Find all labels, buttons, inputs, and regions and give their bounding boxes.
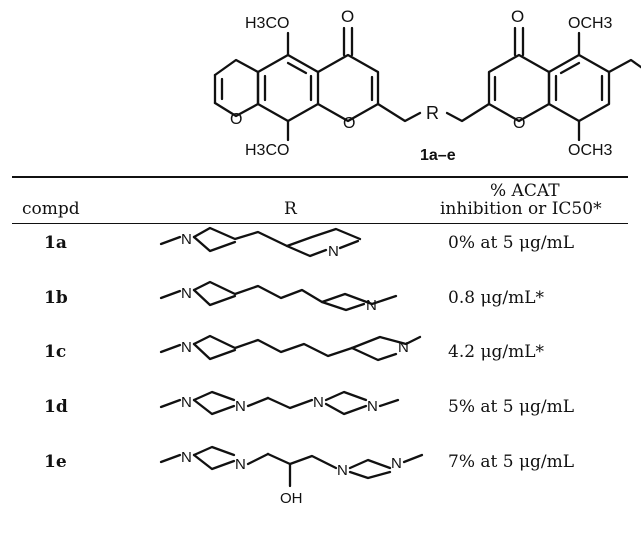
header-r: R <box>284 199 297 219</box>
row-1b-activity: 0.8 μg/mL* <box>448 288 545 308</box>
row-1c-compd: 1c <box>44 342 67 362</box>
n-1d-3: N <box>313 394 324 411</box>
n-1b-right: N <box>366 297 377 314</box>
n-1d-1: N <box>181 394 192 411</box>
row-1d-compd: 1d <box>44 397 68 417</box>
furan-o-left: O <box>230 111 242 128</box>
row-1d-activity: 5% at 5 μg/mL <box>448 397 575 417</box>
pyran-o-left: O <box>343 115 355 132</box>
methoxy-right-top: OCH3 <box>568 15 613 32</box>
n-1e-4: N <box>391 455 402 472</box>
n-1e-3: N <box>337 462 348 479</box>
row-1b-compd: 1b <box>44 288 68 308</box>
r-structure-1e: N N N N OH <box>159 445 424 507</box>
n-1d-4: N <box>367 398 378 415</box>
r-group-label: R <box>426 103 439 123</box>
n-1b-left: N <box>181 285 192 302</box>
r-structure-1c: N N <box>159 334 422 362</box>
n-1a-right: N <box>328 243 339 260</box>
n-1c-left: N <box>181 339 192 356</box>
r-group-structures: N N N N N N N N N N <box>159 226 424 507</box>
methoxy-left-bottom: H3CO <box>245 142 289 159</box>
header-activity-line2: inhibition or IC50* <box>440 199 602 219</box>
methoxy-right-bottom: OCH3 <box>568 142 613 159</box>
row-1a-compd: 1a <box>44 233 67 253</box>
header-rule <box>12 223 628 224</box>
row-1a-activity: 0% at 5 μg/mL <box>448 233 575 253</box>
carbonyl-o-left: O <box>341 7 354 26</box>
r-structure-1a: N N <box>159 226 362 260</box>
n-1d-2: N <box>235 398 246 415</box>
r-structure-1b: N N <box>159 280 398 314</box>
r-structure-1d: N N N N <box>159 390 400 416</box>
n-1c-right: N <box>398 339 409 356</box>
n-1a-left: N <box>181 231 192 248</box>
left-furochromone <box>213 26 422 142</box>
row-1e-compd: 1e <box>44 452 67 472</box>
carbonyl-o-right: O <box>511 7 524 26</box>
methoxy-left-top: H3CO <box>245 15 289 32</box>
row-1c-activity: 4.2 μg/mL* <box>448 342 545 362</box>
n-1e-2: N <box>235 456 246 473</box>
oh-1e: OH <box>280 490 303 507</box>
header-compd: compd <box>22 199 80 219</box>
right-furochromone <box>445 26 641 142</box>
compound-series-label: 1a–e <box>420 147 456 164</box>
top-rule <box>12 176 628 178</box>
pyran-o-right: O <box>513 115 525 132</box>
n-1e-1: N <box>181 449 192 466</box>
row-1e-activity: 7% at 5 μg/mL <box>448 452 575 472</box>
scaffold-structure: O O O O O R H3CO H3CO OCH3 OCH3 1a–e <box>213 7 641 164</box>
header-activity-line1: % ACAT <box>490 181 560 201</box>
